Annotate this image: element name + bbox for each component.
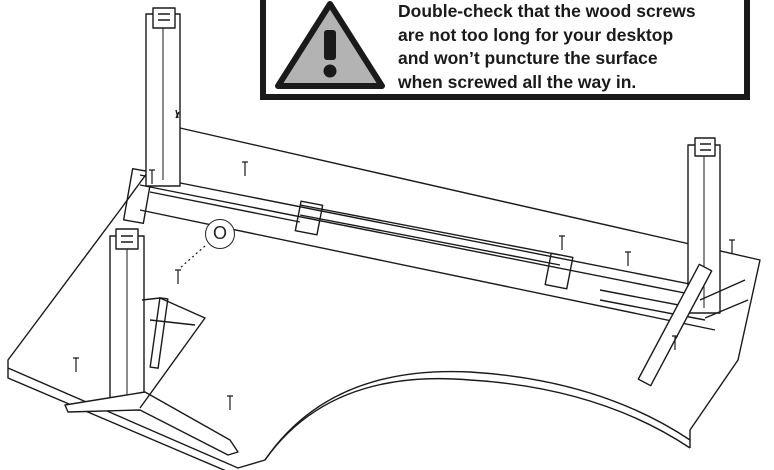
desktop-cutout-edge <box>264 377 691 461</box>
side-arm-left <box>139 297 206 409</box>
crossbar-rail-top <box>139 174 721 291</box>
desktop-edge <box>7 368 691 470</box>
crossbar-rail-bottom <box>139 209 716 331</box>
warning-line-2: are not too long for your desktop <box>398 24 674 45</box>
warning-box <box>260 0 750 100</box>
callout-leader <box>179 245 206 269</box>
warning-line-3: and won’t puncture the surface <box>398 48 658 68</box>
warning-line-1: Double-check that the wood screws <box>398 1 696 21</box>
warning-message: Double-check that the wood screws are no… <box>398 0 750 94</box>
foot-front-left <box>64 391 239 456</box>
crossbar-slider <box>294 200 324 236</box>
crossbar-slider-right <box>544 252 574 290</box>
warning-triangle-icon <box>275 1 385 89</box>
wood-screws <box>73 161 735 410</box>
callout-label-o: O <box>205 219 235 249</box>
crossbar-rail-mid <box>139 184 721 301</box>
warning-line-4: when screwed all the way in. <box>398 71 637 92</box>
crossbar-bracket-left <box>122 167 154 225</box>
foot-right <box>637 263 713 387</box>
